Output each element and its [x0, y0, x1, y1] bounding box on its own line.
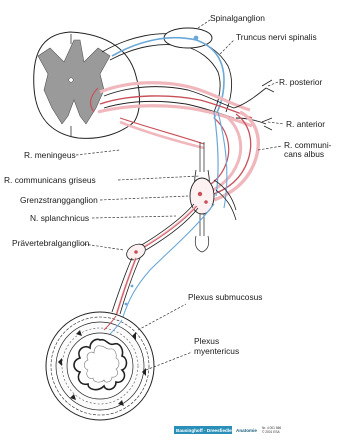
gut-cross-section [46, 312, 154, 420]
publisher-name: Bausinghoff · Dreesfiedler [176, 428, 234, 433]
label-praevertebralganglion: Prävertebralganglion [12, 238, 90, 248]
publisher-footer: Bausinghoff · Dreesfiedler Anatomie Nr. … [174, 426, 281, 434]
subject-name: Anatomie [236, 428, 257, 433]
label-r-meningeus: R. meningeus [24, 150, 76, 160]
label-r-posterior: R. posterior [279, 77, 322, 87]
label-r-communicans-griseus: R. communicans griseus [4, 175, 96, 185]
label-r-anterior: R. anterior [286, 119, 325, 129]
ganglion-cell [194, 36, 199, 41]
central-canal [69, 78, 73, 82]
label-truncus: Truncus nervi spinalis [236, 32, 317, 42]
label-n-splanchnicus: N. splanchnicus [30, 213, 89, 223]
label-plexus-submucosus: Plexus submucosus [188, 292, 262, 302]
label-plexus-myentericus-1: Plexus [194, 336, 219, 346]
label-r-communicans-albus-2: cans albus [284, 149, 324, 159]
label-spinalganglion: Spinalganglion [210, 13, 265, 23]
splanchnic-nerve [112, 204, 214, 320]
label-plexus-myentericus-2: myentericus [194, 346, 239, 356]
sympathetic-chain [190, 142, 236, 252]
label-grenzstrangganglion: Grenzstrangganglion [20, 195, 98, 205]
footer-code-2: © 2001 ESA [262, 430, 280, 434]
